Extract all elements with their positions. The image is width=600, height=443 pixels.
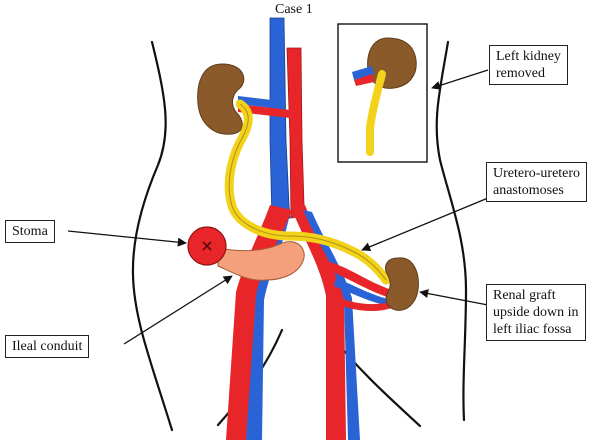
label-line: Renal graft — [493, 288, 556, 303]
label-line: left iliac fossa — [493, 322, 572, 337]
renal-graft — [385, 257, 419, 311]
inset-kidney — [367, 37, 417, 89]
arrow-left-kidney — [431, 69, 489, 90]
graft-artery — [328, 262, 392, 298]
graft-artery-lower — [338, 298, 392, 312]
aorta — [286, 47, 305, 219]
arrow-ileal-conduit — [123, 275, 233, 345]
arrow-anastomoses — [361, 197, 489, 252]
label-stoma: Stoma — [5, 220, 55, 243]
label-ileal-conduit: Ileal conduit — [5, 335, 90, 358]
label-renal-graft: Renal graft upside down in left iliac fo… — [486, 284, 586, 341]
label-line: Left kidney — [496, 49, 561, 64]
figure-title: Case 1 — [275, 2, 313, 17]
label-line: Ileal conduit — [12, 339, 83, 354]
inset-renal-vessel — [352, 66, 374, 80]
ileal-conduit — [217, 241, 305, 281]
label-line: anastomoses — [493, 183, 564, 198]
arrow-stoma — [67, 230, 187, 247]
iliac-vein-right — [303, 210, 360, 440]
arrow-renal-graft — [419, 289, 489, 306]
graft-vein — [334, 278, 392, 306]
label-line: Stoma — [12, 224, 48, 239]
label-line: Uretero-uretero — [493, 166, 581, 181]
label-line: removed — [496, 66, 545, 81]
right-kidney — [197, 63, 245, 135]
stoma-cross-icon — [202, 241, 212, 251]
label-uretero-anastomoses: Uretero-uretero anastomoses — [486, 162, 588, 202]
arrows — [67, 69, 489, 345]
inset-renal-artery — [354, 74, 374, 86]
renal-artery-right — [238, 104, 290, 118]
iliac-artery-left — [226, 205, 292, 440]
inset-ureter — [366, 70, 386, 156]
body-outline-left — [131, 40, 174, 432]
label-line: upside down in — [493, 305, 579, 320]
body-outline-right — [435, 40, 468, 422]
label-left-kidney-removed: Left kidney removed — [489, 45, 568, 85]
